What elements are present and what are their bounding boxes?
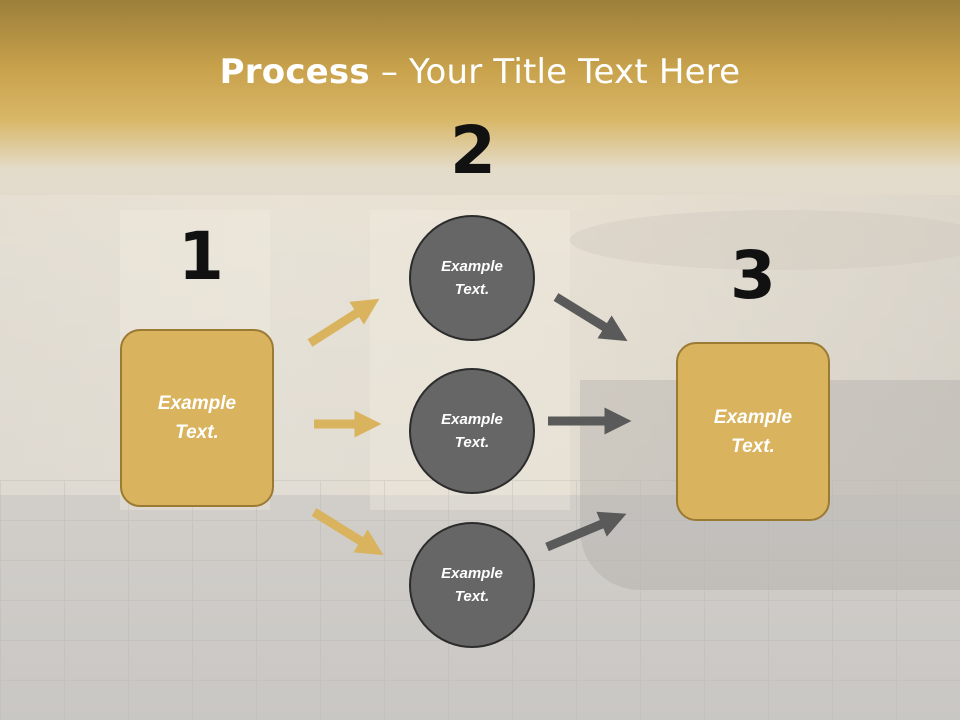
title-rest: Your Title Text Here — [409, 52, 741, 92]
step-3-text-line2: Text. — [731, 435, 775, 457]
circle-top-line2: Text. — [454, 281, 490, 298]
circle-bottom-line2: Text. — [454, 588, 490, 605]
circle-middle-line2: Text. — [454, 434, 490, 451]
step-3-text-line1: Example — [713, 406, 793, 428]
step-1-text-line2: Text. — [175, 422, 219, 443]
step-1-text-line1: Example — [157, 393, 237, 414]
circle-bottom: Example Text. — [409, 522, 535, 648]
step-number-1: 1 — [178, 218, 224, 295]
circle-middle: Example Text. — [409, 368, 535, 494]
arrow-from-circle-bottom-icon — [545, 511, 627, 552]
slide-title: Process – Your Title Text Here — [0, 52, 960, 92]
title-separator: – — [369, 52, 410, 92]
background-ceiling-arc — [570, 210, 960, 270]
step-number-2: 2 — [450, 112, 496, 189]
step-3-box: Example Text. — [676, 342, 830, 521]
arrow-to-circle-bottom-icon — [311, 508, 384, 556]
arrow-to-circle-top-icon — [307, 298, 380, 347]
title-bold: Process — [219, 52, 370, 92]
circle-top-line1: Example — [441, 258, 503, 275]
step-number-3: 3 — [730, 237, 776, 314]
arrow-from-circle-top-icon — [553, 293, 628, 342]
circle-middle-line1: Example — [441, 411, 503, 428]
circle-bottom-line1: Example — [441, 565, 503, 582]
step-1-box: Example Text. — [120, 329, 274, 507]
circle-top: Example Text. — [409, 215, 535, 341]
